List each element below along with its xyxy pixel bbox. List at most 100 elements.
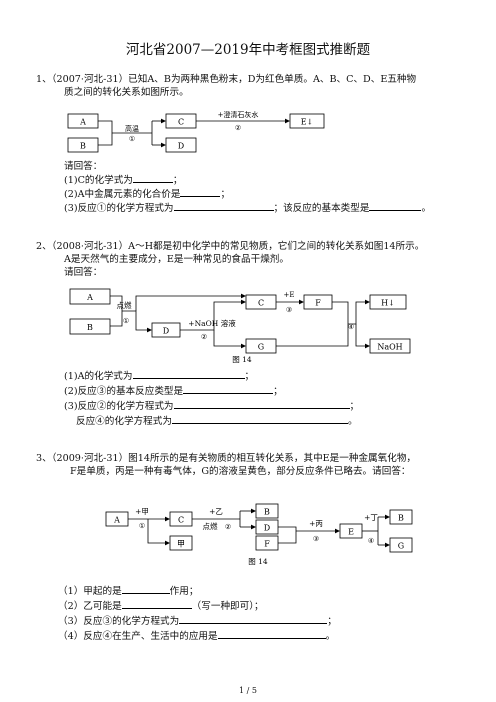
- q3-label-c: C: [178, 516, 184, 525]
- q3-intro-line-2: F是单质，丙是一种有毒气体，G的溶液呈黄色，部分反应条件已略去。请回答：: [70, 466, 411, 477]
- q3-cond-2b: 点燃: [203, 521, 218, 531]
- q3-step-3: ③: [313, 535, 319, 543]
- q1-sub-3-text: (3)反应①的化学方程式为: [64, 203, 174, 214]
- q3-sub-2: （2）乙可能是（写一种即可）；: [58, 599, 337, 614]
- q3-cond-4: +丁: [364, 513, 378, 522]
- q3-cond-1: +甲: [135, 507, 149, 516]
- q3-step-1: ①: [139, 522, 145, 530]
- q1-label-e: E↓: [301, 118, 314, 127]
- q2-intro-line-2: A是天然气的主要成分，E是一种常见的食品干燥剂。: [64, 254, 289, 265]
- q2-label-f: F: [315, 299, 321, 308]
- q3-label-d: D: [264, 524, 270, 533]
- q2-sub-1-end: ；: [244, 371, 255, 382]
- q2-label-b: B: [87, 323, 93, 332]
- q1-sub-3-mid: ；该反应的基本类型是: [273, 203, 370, 214]
- q2-sub-2-text: (2)反应③的基本反应类型是: [64, 386, 184, 397]
- q1-answer-blank-1[interactable]: [132, 173, 173, 183]
- q1-sub-1-end: ；: [172, 175, 183, 186]
- q3-label-g: G: [398, 542, 404, 551]
- q2-answer-blank-2[interactable]: [183, 384, 274, 394]
- q3-intro-line-1: 3、（2009·河北-31）图14所示的是有关物质的相互转化关系，其中E是一种金…: [36, 453, 417, 464]
- q3-sub-4-text: （4）反应④在生产、生活中的应用是: [58, 631, 218, 642]
- q3-caption: 图 14: [248, 557, 268, 566]
- q3-answer-blank-2[interactable]: [121, 599, 192, 609]
- q2-box-b: [69, 318, 111, 335]
- q1-sub-3-end: 。: [421, 203, 432, 214]
- q3-label-b-2: B: [398, 514, 404, 523]
- question-3: 3、（2009·河北-31）图14所示的是有关物质的相互转化关系，其中E是一种金…: [36, 452, 416, 478]
- q2-label-h: H↓: [381, 299, 395, 308]
- q1-sub-2: (2)A中金属元素的化合价是 ；: [64, 187, 431, 201]
- q3-label-f: F: [264, 540, 270, 549]
- question-2-parts: (1)A的化学式为 ； (2)反应③的基本反应类型是 ； (3)反应②的化学方程式为…: [64, 369, 359, 429]
- q1-step-2: ②: [235, 124, 241, 132]
- q1-intro-line-1: 1、（2007·河北-31）已知A、B为两种黑色粉末，D为红色单质。A、B、C、…: [36, 74, 417, 85]
- q2-label-naoh: NaOH: [377, 343, 402, 352]
- question-1: 1、（2007·河北-31）已知A、B为两种黑色粉末，D为红色单质。A、B、C、…: [36, 73, 416, 99]
- q1-intro-line-2: 质之间的转化关系如图所示。: [64, 87, 189, 98]
- q1-sub-2-end: ；: [220, 189, 231, 200]
- q2-label-d: D: [163, 327, 169, 336]
- q2-sub-3: (3)反应②的化学方程式为 ；: [64, 399, 359, 414]
- q1-step-1: ①: [129, 135, 135, 143]
- q3-answer-blank-3[interactable]: [179, 614, 328, 624]
- q3-step-2: ②: [225, 523, 231, 531]
- q1-answer-blank-4[interactable]: [369, 201, 422, 211]
- q2-step-2: ②: [201, 333, 207, 341]
- q2-answer-blank-1[interactable]: [132, 369, 245, 379]
- q3-sub-3: （3）反应③的化学方程式为；: [58, 614, 337, 629]
- q2-step-3: ③: [286, 306, 292, 314]
- q3-label-jia: 甲: [177, 540, 185, 549]
- q1-answer-blank-3[interactable]: [173, 201, 274, 211]
- q1-cond-1: 高温: [125, 124, 139, 133]
- page-number: 1 / 5: [239, 686, 257, 695]
- q3-sub-1-text: （1）甲起的是: [58, 586, 122, 597]
- q3-step-4: ④: [368, 537, 374, 545]
- question-2: 2、（2008·河北-31）A～H都是初中化学中的常见物质，它们之间的转化关系如…: [36, 240, 424, 279]
- q2-sub-3-text: (3)反应②的化学方程式为: [64, 401, 174, 412]
- q2-label-a: A: [86, 293, 93, 302]
- q2-step-1: ①: [123, 317, 129, 325]
- q1-sub-2-text: (2)A中金属元素的化合价是: [64, 189, 181, 200]
- q3-sub-3-end: ；: [327, 616, 337, 627]
- q2-sub-1: (1)A的化学式为 ；: [64, 369, 359, 384]
- q2-sub-1-text: (1)A的化学式为: [64, 371, 133, 382]
- q2-cond-1: 点燃: [117, 300, 132, 310]
- q3-diagram: A C 甲 B D F E B G +甲 ① +乙 点燃 ② +丙 ③ +丁 ④…: [105, 503, 413, 566]
- q3-sub-4-end: 。: [325, 631, 336, 642]
- question-3-parts: （1）甲起的是 作用； （2）乙可能是（写一种即可）； （3）反应③的化学方程式为…: [58, 584, 337, 644]
- q1-diagram: A B C D E↓ 高温 ① +澄清石灰水 ②: [67, 110, 325, 153]
- q3-sub-1: （1）甲起的是 作用；: [58, 584, 337, 599]
- q1-ask: 请回答：: [64, 161, 103, 172]
- q2-box-a: [69, 288, 111, 305]
- q3-sub-1-end: 作用；: [169, 586, 199, 597]
- q3-label-b-1: B: [264, 508, 270, 517]
- q1-label-b: B: [80, 142, 86, 151]
- q2-cond-3: +E: [284, 291, 295, 299]
- q2-ask: 请回答：: [64, 267, 103, 278]
- q2-answer-blank-4[interactable]: [171, 414, 348, 424]
- q3-sub-4: （4）反应④在生产、生活中的应用是 。: [58, 629, 337, 644]
- q2-sub-2: (2)反应③的基本反应类型是 ；: [64, 384, 359, 399]
- q1-sub-1: (1)C的化学式为 ；: [64, 173, 431, 187]
- q2-sub-2-end: ；: [273, 386, 283, 397]
- q1-label-c: C: [178, 118, 184, 127]
- q2-sub-3-end: ；: [349, 401, 360, 412]
- q3-label-a: A: [113, 516, 120, 525]
- q3-sub-2-end: （写一种即可）；: [191, 601, 264, 612]
- q3-label-e: E: [348, 528, 354, 537]
- q1-answer-blank-2[interactable]: [180, 187, 221, 197]
- q2-step-4: ④: [348, 323, 354, 331]
- q2-sub-4-end: 。: [347, 416, 358, 427]
- q3-cond-3: +丙: [309, 519, 323, 528]
- q1-sub-3: (3)反应①的化学方程式为 ；该反应的基本类型是 。: [64, 201, 431, 215]
- q2-answer-blank-3[interactable]: [173, 399, 350, 409]
- q3-answer-blank-1[interactable]: [121, 584, 170, 594]
- q3-answer-blank-4[interactable]: [217, 629, 326, 639]
- q2-label-c: C: [258, 299, 264, 308]
- q2-intro-line-1: 2、（2008·河北-31）A～H都是初中化学中的常见物质，它们之间的转化关系如…: [36, 241, 425, 252]
- q3-cond-2: +乙: [209, 507, 223, 516]
- q1-sub-1-text: (1)C的化学式为: [64, 175, 133, 186]
- q2-sub-4-text: 反应④的化学方程式为: [76, 416, 172, 427]
